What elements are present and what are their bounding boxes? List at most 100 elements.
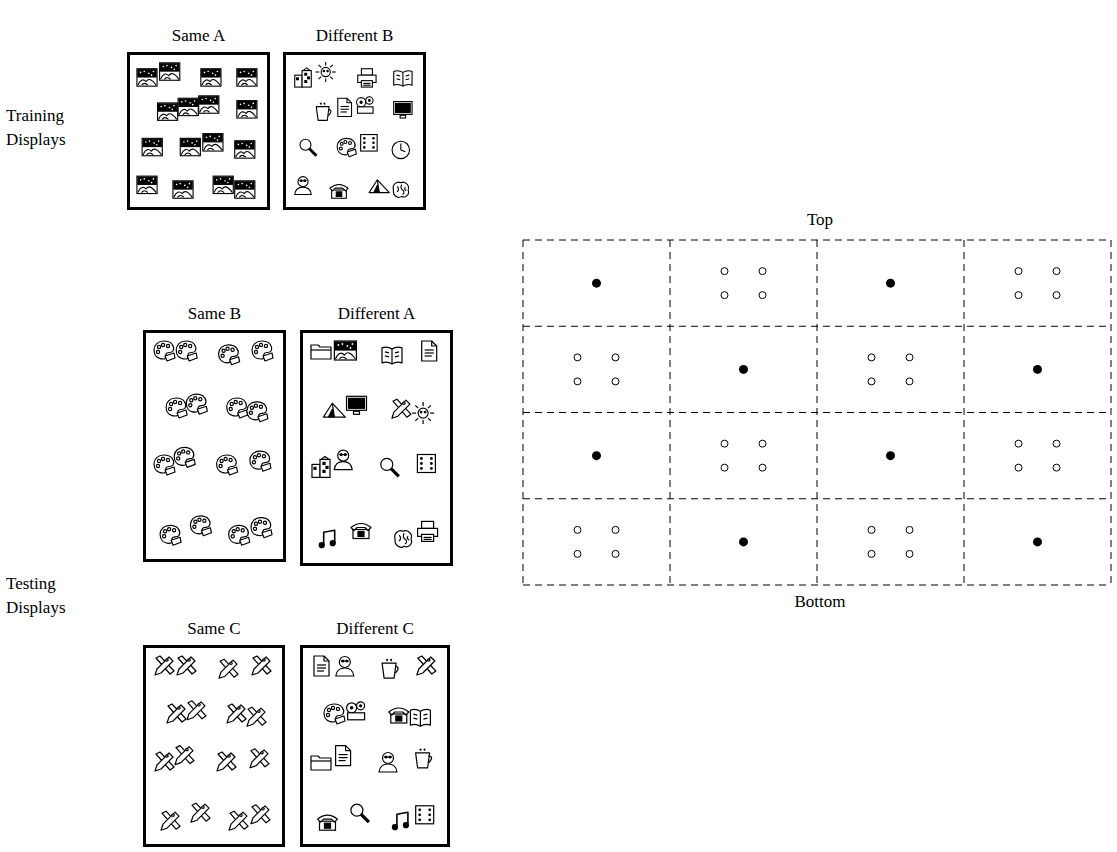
- landscape-icon-part: [347, 345, 349, 347]
- open-dot: [906, 354, 913, 361]
- palette-icon-part: [179, 350, 182, 353]
- landscape-icon-part: [185, 100, 187, 102]
- pencil-icon-part: [192, 803, 210, 821]
- pencil-icon-part: [228, 704, 246, 722]
- note-icon: [319, 530, 335, 548]
- building-icon-part: [297, 78, 299, 80]
- display-heading: Different C: [300, 619, 450, 639]
- dice-icon-part: [372, 142, 375, 145]
- landscape-icon-part: [185, 153, 191, 155]
- sun-icon-part: [319, 77, 322, 80]
- open-dot: [868, 378, 875, 385]
- phone-icon-part: [332, 190, 347, 198]
- book-icon-part: [394, 71, 412, 86]
- landscape-icon-part: [160, 106, 162, 108]
- palette-icon: [247, 402, 268, 422]
- display-panel: Different B: [283, 26, 426, 210]
- palette-icon-part: [263, 353, 273, 361]
- grid-line: [523, 240, 1111, 241]
- phone-icon: [330, 185, 348, 199]
- display-frame: [283, 52, 426, 210]
- document-icon-part: [317, 667, 326, 668]
- palette-icon-part: [234, 400, 237, 403]
- brain-icon-part: [393, 182, 408, 197]
- landscape-icon-part: [218, 136, 220, 138]
- printer-icon: [358, 69, 376, 87]
- landscape-icon: [137, 69, 157, 86]
- monitor-icon: [347, 396, 367, 414]
- display-frame: [300, 330, 453, 566]
- landscape-icon-part: [214, 187, 232, 193]
- open-dot: [868, 526, 875, 533]
- landscape-icon-part: [143, 149, 161, 155]
- brain-icon: [393, 182, 408, 197]
- landscape-icon-part: [173, 105, 175, 107]
- printer-icon-part: [361, 69, 372, 75]
- palette-icon-part: [198, 518, 201, 521]
- palette-icon-part: [335, 716, 345, 724]
- display-panel: Same C: [143, 619, 285, 847]
- building-icon-part: [305, 73, 307, 75]
- palette-icon: [252, 341, 273, 361]
- open-dot: [906, 550, 913, 557]
- sun-icon-part: [420, 411, 422, 413]
- cup-icon: [316, 103, 331, 120]
- palette-icon: [154, 341, 175, 361]
- pencil-icon-part: [155, 753, 173, 771]
- cup-icon-part: [316, 107, 329, 121]
- filled-dot: [1033, 365, 1042, 374]
- tent-icon: [323, 403, 345, 417]
- sun-icon-part: [332, 71, 336, 72]
- open-dot: [759, 268, 766, 275]
- pencil-icon: [167, 704, 186, 723]
- document-icon-part: [346, 746, 351, 751]
- person-icon-part: [379, 764, 397, 772]
- landscape-icon-part: [189, 183, 191, 185]
- landscape-icon-part: [203, 111, 209, 113]
- landscape-icon-part: [183, 113, 189, 115]
- landscape-icon-part: [171, 109, 173, 111]
- phone-icon-part: [351, 524, 371, 531]
- landscape-icon-part: [145, 141, 147, 143]
- palette-icon-part: [257, 454, 260, 457]
- pencil-icon-part: [230, 811, 248, 829]
- pencil-icon-part: [176, 746, 194, 764]
- printer-icon-part: [424, 537, 432, 538]
- grid-line: [523, 498, 1111, 499]
- palette-icon-part: [165, 467, 175, 475]
- icon-array: [146, 648, 282, 844]
- open-dot: [1053, 268, 1060, 275]
- landscape-icon-part: [174, 192, 192, 198]
- printer-icon-part: [363, 83, 370, 84]
- cup-icon-part: [395, 666, 398, 673]
- pencil-icon-part: [240, 814, 242, 816]
- document-icon-part: [317, 664, 326, 665]
- landscape-icon-part: [175, 65, 177, 67]
- dice-icon-part: [418, 808, 421, 811]
- pencil-icon-part: [247, 708, 265, 726]
- landscape-icon-part: [173, 68, 175, 70]
- film-icon-part: [357, 107, 373, 113]
- landscape-icon: [334, 341, 356, 360]
- landscape-icon-part: [215, 74, 217, 76]
- pencil-icon-part: [250, 750, 268, 768]
- landscape-icon-part: [334, 341, 356, 360]
- phone-icon-part: [320, 821, 336, 830]
- grid-cell: [1015, 268, 1060, 299]
- building-icon: [295, 68, 312, 87]
- landscape-icon-part: [179, 183, 181, 185]
- note-icon-part: [392, 825, 397, 830]
- pencil-icon: [155, 752, 174, 771]
- magnifier-icon: [300, 139, 317, 156]
- sun-icon-part: [428, 405, 431, 408]
- open-dot: [721, 292, 728, 299]
- palette-icon: [337, 138, 356, 156]
- landscape-icon-part: [236, 192, 254, 198]
- grid-line: [964, 240, 965, 585]
- landscape-icon-part: [189, 102, 191, 104]
- landscape-icon-part: [207, 148, 213, 150]
- document-icon-part: [317, 670, 324, 671]
- pencil-icon-part: [218, 752, 236, 770]
- person-icon: [336, 657, 354, 677]
